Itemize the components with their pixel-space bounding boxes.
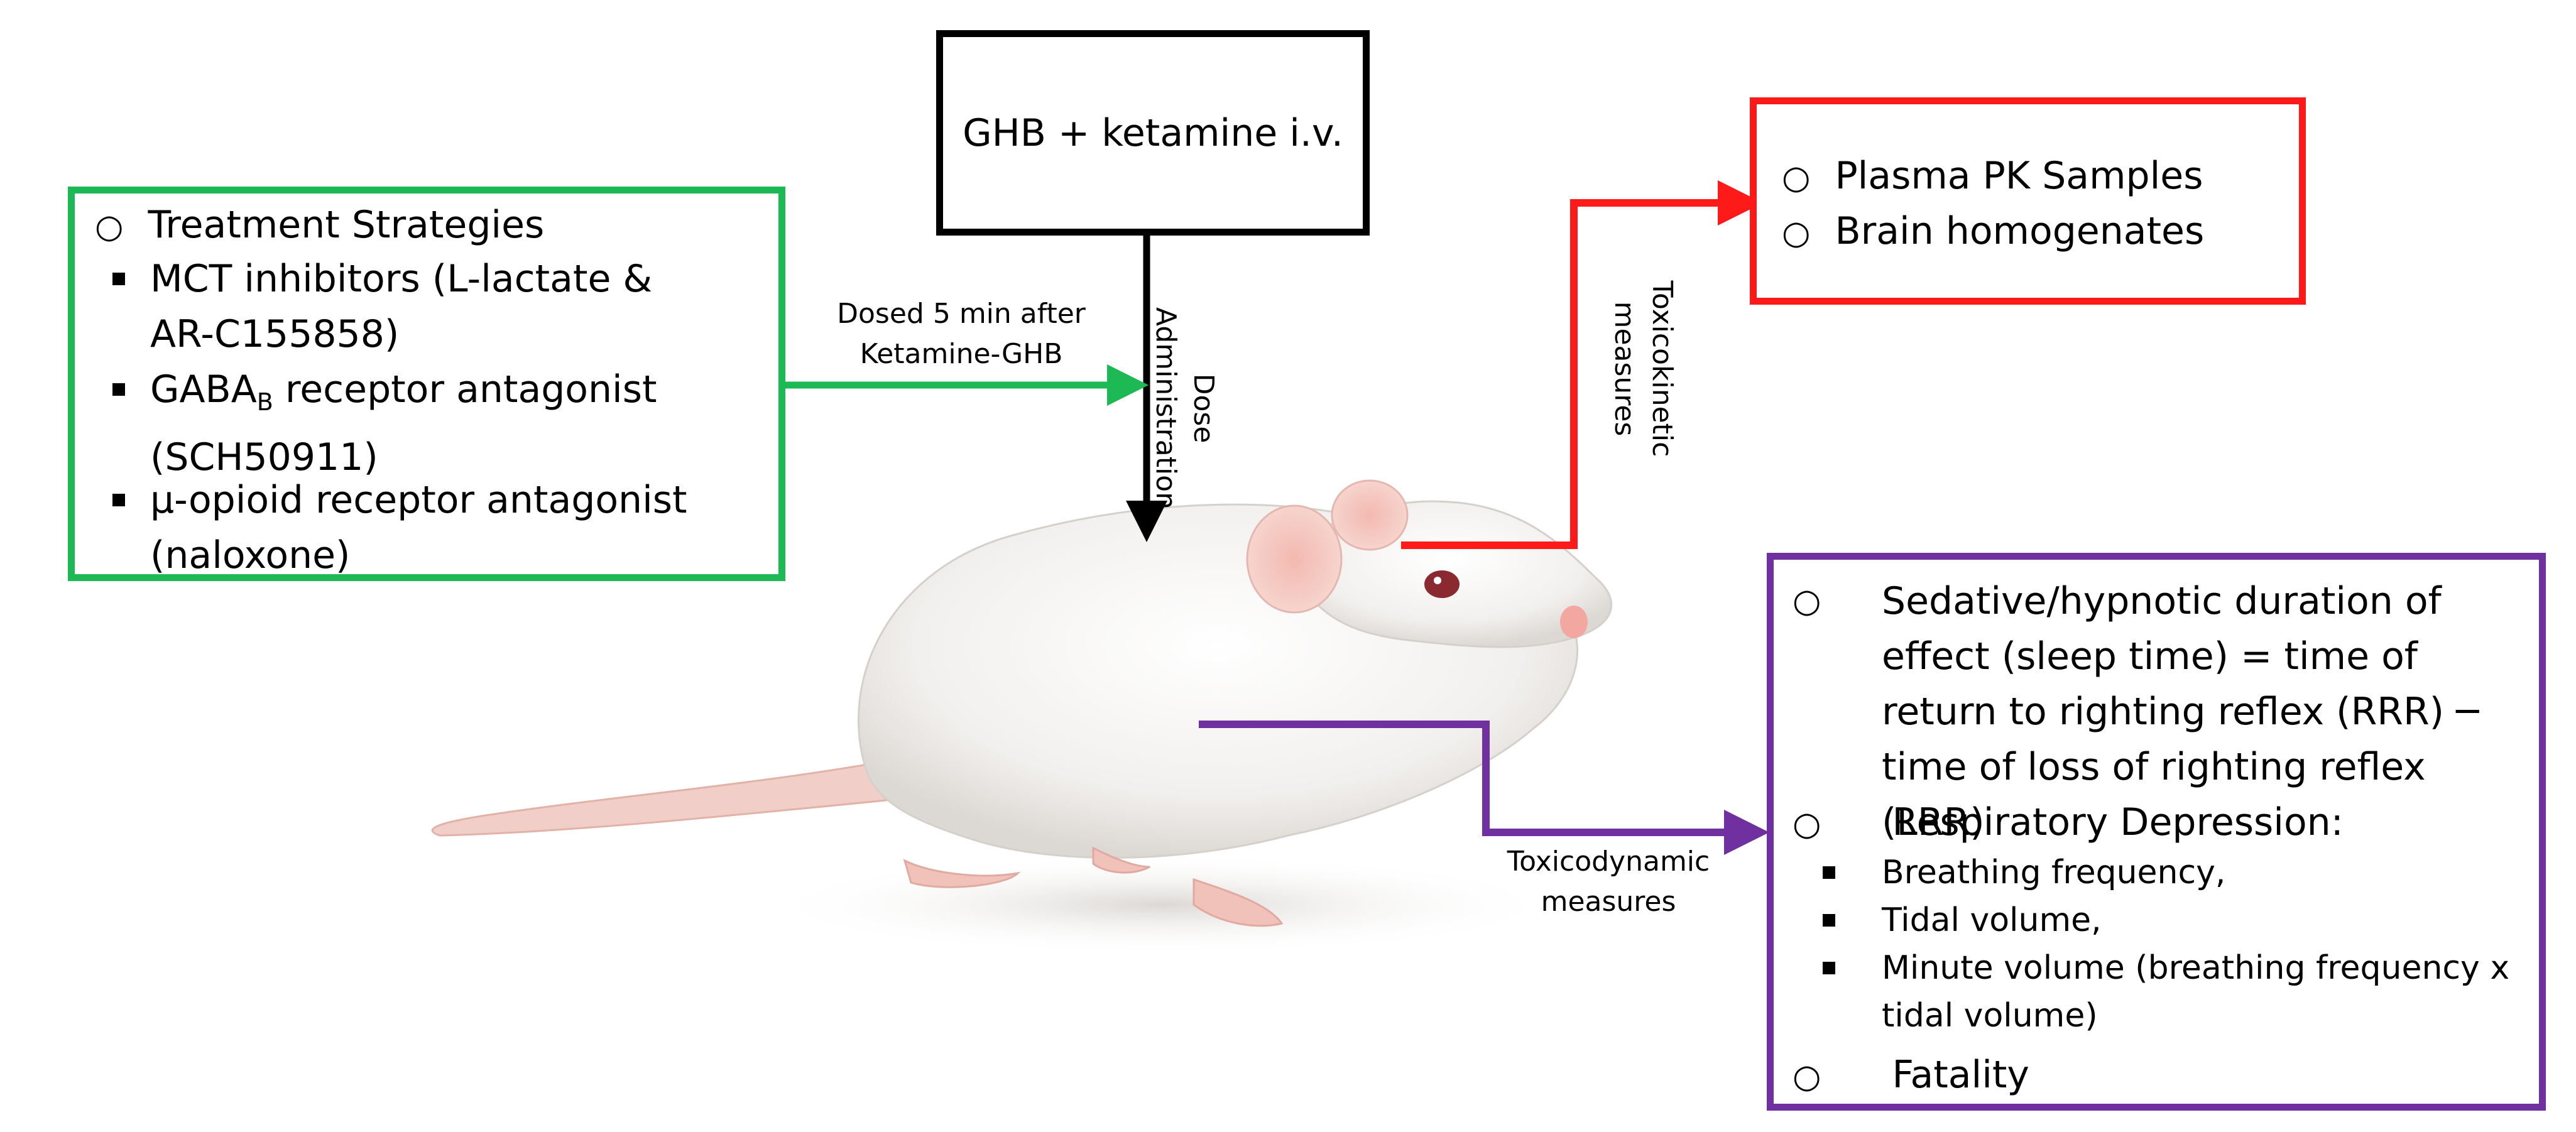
drug-box-text: GHB + ketamine i.v. xyxy=(963,111,1343,155)
effects-item-respiratory: ○ Respiratory Depression: xyxy=(1793,800,2344,844)
rat-tail xyxy=(431,759,913,837)
bullet-glyph: ○ xyxy=(95,208,124,246)
respiratory-subitems: Breathing frequency, Tidal volume, Minut… xyxy=(1823,849,2509,1040)
treatment-item-opioid: µ-opioid receptor antagonist (naloxone) xyxy=(112,472,687,583)
rat-foot-front2 xyxy=(1092,846,1150,874)
treatment-item-gaba: GABAB receptor antagonist (SCH50911) xyxy=(112,362,657,485)
drug-box: GHB + ketamine i.v. xyxy=(936,30,1370,236)
rat-ear-back xyxy=(1331,479,1409,551)
pk-item-plasma: ○ Plasma PK Samples xyxy=(1782,154,2203,198)
rat-foot-front xyxy=(1192,878,1284,927)
treatment-heading: Treatment Strategies xyxy=(148,203,545,247)
effects-item-fatality: ○ Fatality xyxy=(1793,1053,2029,1097)
toxicodynamic-label: Toxicodynamic measures xyxy=(1507,846,1710,918)
treatment-item-mct: MCT inhibitors (L-lactate & AR-C155858) xyxy=(112,251,652,362)
effects-box: ○ Sedative/hypnotic duration of effect (… xyxy=(1767,553,2546,1111)
rat-ear-front xyxy=(1246,504,1343,614)
treatment-arrow-label: Dosed 5 min after Ketamine-GHB xyxy=(837,298,1086,370)
toxicokinetic-label: Toxicokinetic measures xyxy=(1608,280,1678,457)
dose-label: Dose Administration xyxy=(1150,307,1220,509)
treatment-box: ○ Treatment Strategies MCT inhibitors (L… xyxy=(68,187,785,581)
rat-eye xyxy=(1424,570,1460,598)
toxicodynamic-connector xyxy=(1199,721,1769,855)
pk-box: ○ Plasma PK Samples ○ Brain homogenates xyxy=(1750,97,2306,305)
rat-nose xyxy=(1560,606,1588,638)
effects-item-sedative: ○ Sedative/hypnotic duration of effect (… xyxy=(1793,579,2479,844)
pk-item-brain: ○ Brain homogenates xyxy=(1782,209,2205,253)
rat-foot-back xyxy=(903,859,1021,888)
toxicokinetic-connector xyxy=(1401,180,1763,549)
